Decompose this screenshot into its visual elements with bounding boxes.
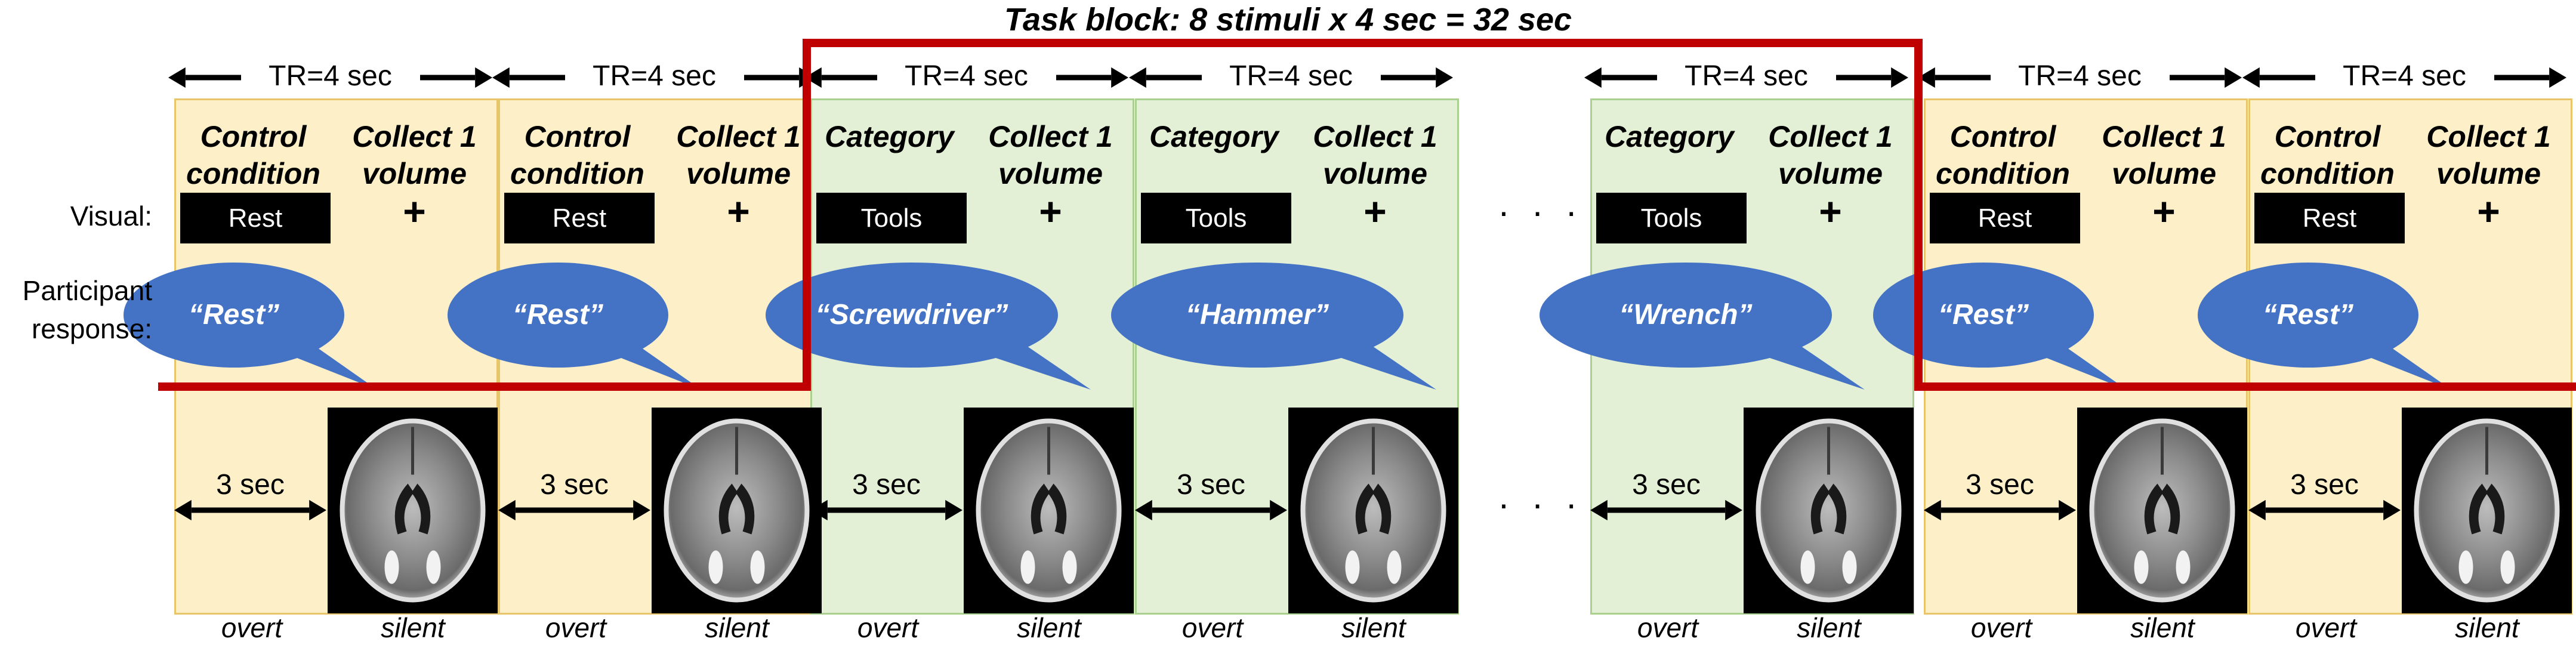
fixation-cross-7: + [2477,189,2500,233]
brain-scan-4 [1288,408,1458,613]
duration-label-7: 3 sec [2290,469,2359,501]
stimulus-4: Tools [1141,193,1291,243]
duration-arrow-3 [810,499,962,521]
duration-arrow-4 [1135,499,1287,521]
condition-label-3: Category [825,120,954,153]
condition-label-2: Control condition [510,120,644,190]
overt-label-2: overt [545,612,607,643]
tr-label-6: TR=4 sec [1990,60,2170,92]
silent-label-7: silent [2455,612,2519,643]
collect-volume-label-7: Collect 1 volume [2426,120,2551,190]
duration-arrow-2 [498,499,650,521]
overt-label-7: overt [2295,612,2357,643]
fixation-cross-1: + [403,189,426,233]
collect-volume-label-4: Collect 1 volume [1313,120,1437,190]
collect-volume-label-1: Collect 1 volume [352,120,477,190]
tr-label-3: TR=4 sec [877,60,1056,92]
duration-label-4: 3 sec [1177,469,1245,501]
response-text-7: “Rest” [2262,299,2354,331]
overt-label-6: overt [1970,612,2032,643]
collect-volume-label-5: Collect 1 volume [1768,120,1893,190]
response-text-6: “Rest” [1938,299,2029,331]
speech-bubbles [124,263,2451,390]
speech-bubble-5 [1540,263,1865,390]
ellipsis-bottom: · · · [1498,484,1584,524]
overt-label-3: overt [857,612,919,643]
duration-arrow-6 [1924,499,2076,521]
speech-bubble-1 [124,263,377,390]
task-block-outline [158,39,2576,391]
overt-label-5: overt [1637,612,1699,643]
response-text-2: “Rest” [512,299,604,331]
fixation-cross-4: + [1363,189,1387,233]
stimulus-1: Rest [180,193,331,243]
tr-label-1: TR=4 sec [240,60,420,92]
condition-label-1: Control condition [186,120,320,190]
stimulus-5: Tools [1596,193,1747,243]
brain-scan-3 [964,408,1134,613]
silent-label-4: silent [1341,612,1406,643]
silent-label-6: silent [2130,612,2195,643]
stimulus-7: Rest [2254,193,2405,243]
stimulus-3: Tools [816,193,967,243]
overt-label-4: overt [1181,612,1244,643]
response-text-1: “Rest” [188,299,280,331]
collect-volume-label-2: Collect 1 volume [676,120,801,190]
brain-scan-2 [652,408,822,613]
speech-bubble-4 [1111,263,1436,390]
overt-label-1: overt [221,612,283,643]
silent-label-5: silent [1797,612,1861,643]
duration-arrow-5 [1590,499,1742,521]
response-text-5: “Wrench” [1619,299,1753,331]
speech-bubble-3 [766,263,1091,390]
duration-arrow-1 [174,499,326,521]
diagram-title: Task block: 8 stimuli x 4 sec = 32 sec [1004,2,1572,38]
ellipsis-top: · · · [1498,192,1584,232]
silent-label-1: silent [381,612,445,643]
fixation-cross-5: + [1819,189,1842,233]
duration-arrow-7 [2248,499,2401,521]
duration-label-3: 3 sec [852,469,921,501]
collect-volume-label-3: Collect 1 volume [988,120,1113,190]
duration-label-6: 3 sec [1966,469,2034,501]
participant-response-row-label: Participant response: [22,275,152,344]
stimulus-6: Rest [1930,193,2080,243]
condition-label-6: Control condition [1936,120,2070,190]
tr-label-5: TR=4 sec [1656,60,1836,92]
brain-scan-1 [328,408,498,613]
silent-label-3: silent [1017,612,1081,643]
visual-row-label: Visual: [70,200,152,232]
collect-volume-label-6: Collect 1 volume [2102,120,2226,190]
stimulus-2: Rest [504,193,655,243]
condition-label-5: Category [1605,120,1734,153]
duration-label-1: 3 sec [216,469,285,501]
duration-label-2: 3 sec [540,469,609,501]
response-text-4: “Hammer” [1185,299,1329,331]
fixation-cross-3: + [1039,189,1062,233]
response-text-3: “Screwdriver” [815,299,1008,331]
brain-scan-6 [2077,408,2247,613]
brain-scan-7 [2402,408,2572,613]
silent-label-2: silent [705,612,769,643]
fixation-cross-2: + [727,189,750,233]
condition-label-7: Control condition [2260,120,2395,190]
tr-label-7: TR=4 sec [2315,60,2494,92]
fixation-cross-6: + [2152,189,2176,233]
tr-label-4: TR=4 sec [1201,60,1381,92]
speech-bubble-7 [2198,263,2451,390]
brain-scan-images [328,408,2572,613]
duration-label-5: 3 sec [1632,469,1701,501]
speech-bubble-2 [448,263,701,390]
speech-bubble-6 [1873,263,2127,390]
tr-label-2: TR=4 sec [564,60,744,92]
condition-label-4: Category [1149,120,1279,153]
brain-scan-5 [1744,408,1914,613]
